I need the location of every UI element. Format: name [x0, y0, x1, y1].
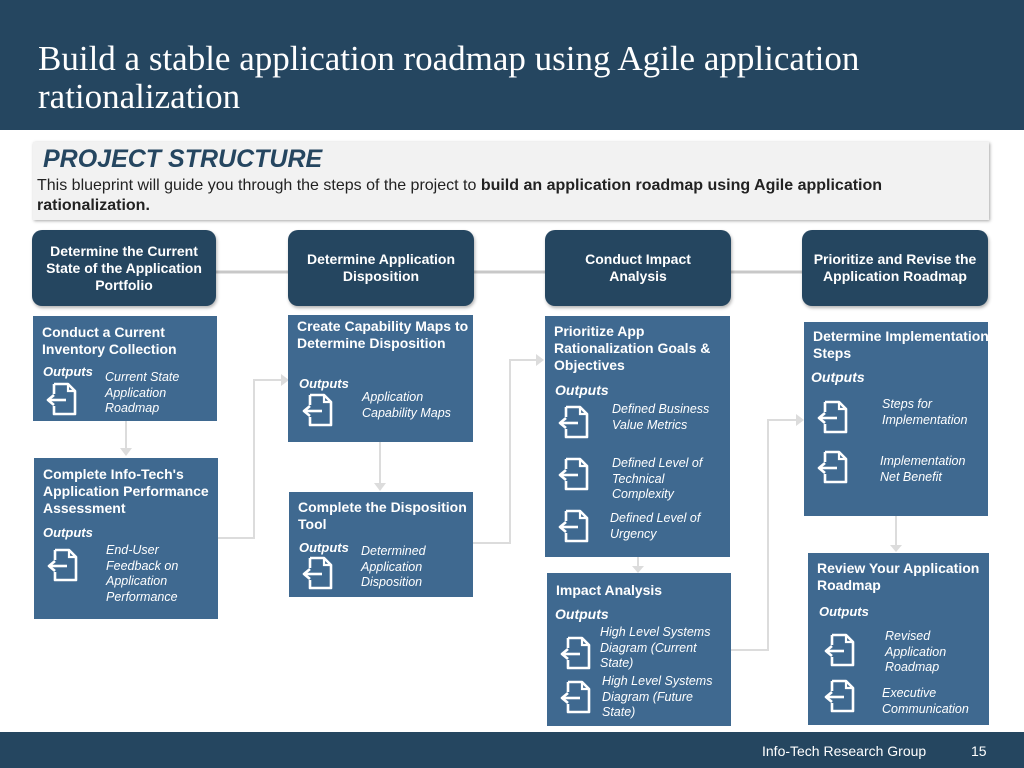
step-title: Complete Info-Tech's Application Perform…: [43, 466, 209, 516]
arrow-head: [890, 545, 902, 552]
output-text: High Level Systems Diagram (Future State…: [602, 674, 713, 719]
phase-4-box: Prioritize and Revise the Application Ro…: [802, 230, 988, 306]
step-title: Prioritize App Rationalization Goals & O…: [554, 323, 711, 373]
document-icon: [559, 636, 591, 670]
arrow-head: [632, 566, 644, 573]
document-icon: [301, 556, 333, 590]
step-title: Determine Implementation Steps: [813, 328, 989, 361]
document-icon: [46, 548, 78, 582]
page-number: 15: [971, 743, 987, 759]
document-icon: [557, 509, 589, 543]
title-bar: Build a stable application roadmap using…: [0, 0, 1024, 130]
connector-1b-2a: [218, 379, 285, 539]
step-prioritize-goals: Prioritize App Rationalization Goals & O…: [545, 316, 730, 557]
arrow-head: [120, 448, 132, 456]
document-icon: [823, 679, 855, 713]
outputs-label: Outputs: [555, 382, 609, 398]
document-icon: [557, 457, 589, 491]
step-review-roadmap: Review Your Application Roadmap Outputs …: [808, 553, 989, 725]
intro-text-bold: build an application roadmap using Agile…: [37, 177, 883, 214]
document-icon: [557, 405, 589, 439]
output-text: Current State Application Roadmap: [105, 370, 180, 415]
step-implementation-steps: Determine Implementation Steps Outputs S…: [804, 322, 989, 516]
step-title: Conduct a Current Inventory Collection: [42, 324, 177, 357]
outputs-label: Outputs: [819, 604, 869, 619]
connector-3b-4a: [731, 419, 800, 651]
step-performance-assessment: Complete Info-Tech's Application Perform…: [34, 458, 218, 619]
document-icon: [559, 680, 591, 714]
intro-text-plain: This blueprint will guide you through th…: [37, 177, 481, 194]
step-inventory-collection: Conduct a Current Inventory Collection O…: [33, 316, 217, 421]
phase-4-label: Prioritize and Revise the Application Ro…: [813, 251, 977, 284]
phase-1-box: Determine the Current State of the Appli…: [32, 230, 216, 306]
phase-3-box: Conduct Impact Analysis: [545, 230, 731, 306]
phase-1-label: Determine the Current State of the Appli…: [46, 242, 202, 293]
footer-organization: Info-Tech Research Group: [762, 743, 927, 759]
outputs-label: Outputs: [299, 540, 349, 555]
arrow-head: [536, 354, 544, 366]
slide-title: Build a stable application roadmap using…: [38, 39, 860, 116]
output-text: Application Capability Maps: [362, 390, 451, 420]
output-text: End-User Feedback on Application Perform…: [106, 543, 179, 604]
document-icon: [823, 633, 855, 667]
arrow-head: [374, 483, 386, 491]
output-text: High Level Systems Diagram (Current Stat…: [600, 625, 711, 670]
section-title: PROJECT STRUCTURE: [43, 145, 323, 173]
step-impact-analysis: Impact Analysis Outputs High Level Syste…: [547, 573, 731, 726]
connector-2b-3a: [473, 359, 540, 544]
intro-text: This blueprint will guide you through th…: [37, 176, 977, 216]
document-icon: [301, 393, 333, 427]
step-capability-maps: Create Capability Maps to Determine Disp…: [288, 315, 473, 442]
document-icon: [816, 400, 848, 434]
phase-2-box: Determine Application Disposition: [288, 230, 474, 306]
output-text: Defined Level of Urgency: [610, 511, 701, 541]
output-text: Defined Level of Technical Complexity: [612, 456, 703, 501]
step-title: Complete the Disposition Tool: [298, 499, 467, 532]
output-text: Defined Business Value Metrics: [612, 402, 710, 432]
outputs-label: Outputs: [43, 525, 93, 540]
step-title: Impact Analysis: [556, 582, 663, 598]
project-structure-panel: PROJECT STRUCTURE This blueprint will gu…: [33, 142, 989, 220]
output-text: Steps for Implementation: [882, 397, 968, 427]
document-icon: [816, 450, 848, 484]
output-text: Executive Communication: [882, 686, 969, 716]
phase-3-label: Conduct Impact Analysis: [585, 251, 691, 284]
footer-bar: Info-Tech Research Group 15: [0, 732, 1024, 768]
document-icon: [45, 382, 77, 416]
step-disposition-tool: Complete the Disposition Tool Outputs De…: [289, 492, 473, 597]
outputs-label: Outputs: [555, 606, 609, 622]
arrow-head: [796, 414, 804, 426]
outputs-label: Outputs: [299, 376, 349, 391]
output-text: Determined Application Disposition: [361, 544, 426, 589]
output-text: Revised Application Roadmap: [885, 629, 947, 674]
outputs-label: Outputs: [811, 369, 865, 385]
step-title: Review Your Application Roadmap: [817, 560, 980, 593]
phase-2-label: Determine Application Disposition: [306, 251, 456, 284]
step-title: Create Capability Maps to Determine Disp…: [297, 318, 469, 351]
output-text: Implementation Net Benefit: [880, 454, 966, 484]
outputs-label: Outputs: [43, 364, 93, 379]
arrow-head: [281, 374, 289, 386]
